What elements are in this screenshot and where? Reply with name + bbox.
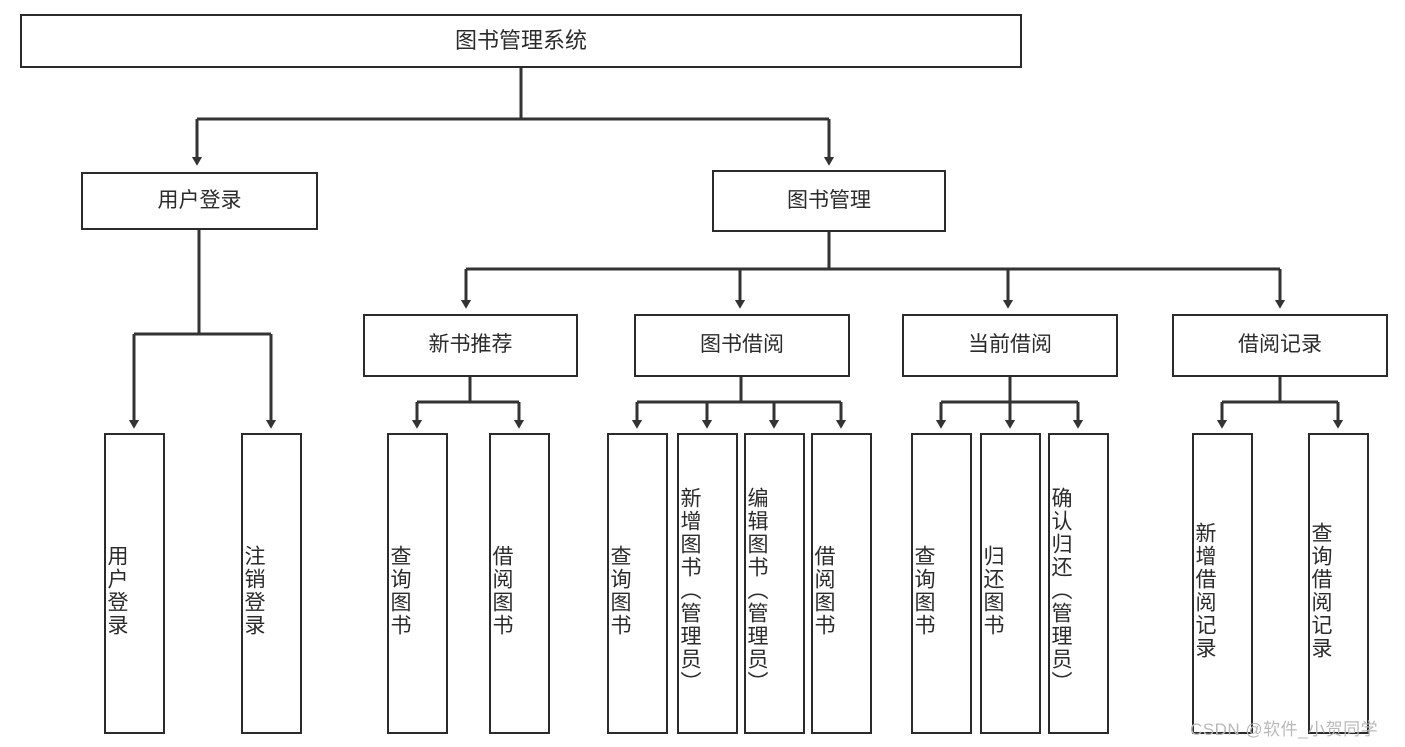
node-label: 借阅图书 [812,544,835,637]
node-book-management[interactable]: 图书管理 [712,170,946,232]
node-root-system[interactable]: 图书管理系统 [20,14,1022,68]
node-label: 注销登录 [242,544,265,637]
node-label: 新增图书（管理员） [678,487,701,694]
node-label: 用户登录 [105,544,128,637]
leaf-current-confirm-return-admin[interactable]: 确认归还（管理员） [1048,433,1109,734]
leaf-user-login-login[interactable]: 用户登录 [104,433,165,734]
leaf-recommend-query-book[interactable]: 查询图书 [387,433,448,734]
leaf-borrow-borrow-book[interactable]: 借阅图书 [811,433,872,734]
leaf-record-query-record[interactable]: 查询借阅记录 [1308,433,1369,734]
node-current-borrow[interactable]: 当前借阅 [902,314,1118,377]
leaf-borrow-edit-book-admin[interactable]: 编辑图书（管理员） [744,433,805,734]
node-label: 编辑图书（管理员） [745,487,768,694]
node-label: 查询借阅记录 [1309,521,1332,660]
node-label: 归还图书 [981,544,1004,637]
node-label: 当前借阅 [968,333,1052,357]
node-borrow-record[interactable]: 借阅记录 [1172,314,1388,377]
leaf-borrow-query-book[interactable]: 查询图书 [607,433,668,734]
leaf-record-add-record[interactable]: 新增借阅记录 [1192,433,1253,734]
leaf-user-login-logout[interactable]: 注销登录 [241,433,302,734]
node-label: 查询图书 [912,544,935,637]
node-label: 借阅图书 [490,544,513,637]
node-new-book-recommend[interactable]: 新书推荐 [363,314,578,377]
node-label: 新增借阅记录 [1193,521,1216,660]
leaf-borrow-add-book-admin[interactable]: 新增图书（管理员） [677,433,738,734]
node-label: 借阅记录 [1238,333,1322,357]
node-label: 图书管理 [787,188,871,212]
leaf-current-return-book[interactable]: 归还图书 [980,433,1041,734]
node-book-borrow[interactable]: 图书借阅 [634,314,850,377]
leaf-recommend-borrow-book[interactable]: 借阅图书 [489,433,550,734]
node-label: 查询图书 [608,544,631,637]
node-label: 查询图书 [388,544,411,637]
node-label: 用户登录 [157,188,242,212]
node-user-login[interactable]: 用户登录 [81,172,318,230]
node-label: 图书借阅 [700,333,784,357]
node-label: 确认归还（管理员） [1049,487,1072,694]
csdn-watermark: CSDN @软件_小贺同学 [1190,720,1379,739]
node-label: 新书推荐 [428,333,513,357]
node-label: 图书管理系统 [454,28,587,54]
leaf-current-query-book[interactable]: 查询图书 [911,433,972,734]
